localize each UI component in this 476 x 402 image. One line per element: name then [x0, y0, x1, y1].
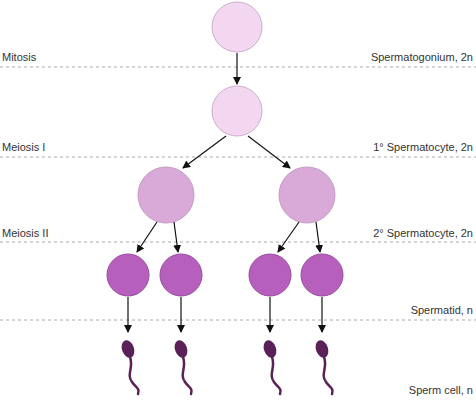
- arrow: [174, 222, 178, 252]
- stage-label: 1° Spermatocyte, 2n: [373, 141, 473, 154]
- sperm-head: [313, 338, 330, 359]
- sperm-tail: [130, 357, 139, 394]
- dashed-line: [0, 157, 476, 158]
- spermatid-cell: [301, 254, 343, 296]
- secondary-spermatocyte-cell: [138, 167, 194, 223]
- spermatid-cell: [107, 254, 149, 296]
- stage-label: Sperm cell, n: [409, 384, 473, 397]
- division-label: Meiosis II: [2, 227, 48, 240]
- sperm-tail: [324, 357, 333, 394]
- sperm-cell: [172, 338, 191, 394]
- arrow: [127, 297, 128, 332]
- arrow: [278, 222, 299, 252]
- arrow: [183, 136, 226, 168]
- spermatogonium-cell: [212, 2, 262, 52]
- dashed-line: [0, 320, 476, 321]
- arrow: [269, 297, 270, 332]
- division-label: Meiosis I: [2, 141, 45, 154]
- arrow: [321, 297, 322, 332]
- spermatid-cell: [160, 254, 202, 296]
- sperm-head: [261, 338, 278, 359]
- stage-label: 2° Spermatocyte, 2n: [373, 227, 473, 240]
- sperm-tail: [272, 357, 281, 394]
- dashed-line: [0, 242, 476, 243]
- secondary-spermatocyte-cell: [279, 167, 335, 223]
- sperm-cell: [313, 338, 332, 394]
- cells: [107, 2, 343, 296]
- stage-divider: [0, 67, 476, 320]
- sperm-cells: [119, 338, 332, 394]
- sperm-cell: [261, 338, 280, 394]
- division-label: Mitosis: [2, 51, 36, 64]
- sperm-cell: [119, 338, 138, 394]
- arrow: [180, 297, 181, 332]
- arrow: [137, 222, 157, 252]
- arrow: [248, 136, 290, 168]
- sperm-tail: [183, 357, 192, 394]
- sperm-head: [119, 338, 136, 359]
- stage-label: Spermatid, n: [411, 304, 473, 317]
- arrows: [128, 53, 322, 332]
- primary-spermatocyte-cell: [212, 86, 262, 136]
- stage-label: Spermatogonium, 2n: [371, 51, 473, 64]
- arrow: [316, 222, 320, 252]
- spermatid-cell: [249, 254, 291, 296]
- arrow: [236, 53, 237, 84]
- sperm-head: [172, 338, 189, 359]
- dashed-line: [0, 67, 476, 68]
